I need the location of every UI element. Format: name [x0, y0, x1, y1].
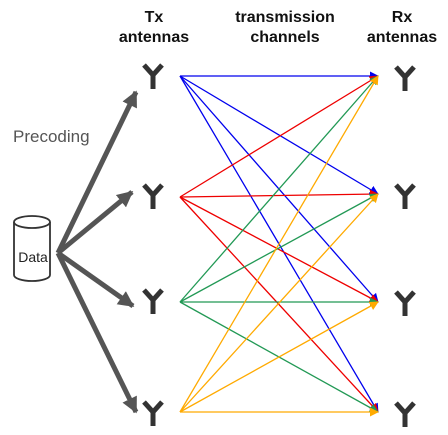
rx-antenna-4-icon	[394, 401, 416, 427]
tx-header-line1: Tx	[144, 9, 164, 26]
precoding-arrow-2	[56, 190, 134, 255]
tx-antenna-4-icon	[142, 400, 164, 426]
channel-tx2-rx2	[179, 189, 379, 199]
precoding-arrows	[55, 90, 139, 414]
rx-antennas-header: Rx antennas	[356, 8, 448, 48]
rx-header-line2: antennas	[366, 29, 438, 46]
channel-tx1-rx2	[179, 75, 379, 195]
tx-antenna-2-icon	[142, 183, 164, 209]
precoding-label: Precoding	[12, 127, 91, 147]
channel-tx2-rx4	[179, 196, 379, 413]
tx-header-line2: antennas	[118, 29, 190, 46]
rx-antenna-2-icon	[394, 183, 416, 209]
channel-tx3-rx1	[179, 75, 379, 303]
rx-header-line1: Rx	[391, 9, 413, 26]
channels-header-line2: channels	[250, 29, 320, 46]
rx-antenna-3-icon	[394, 290, 416, 316]
antennas	[142, 63, 416, 427]
channel-tx4-rx3	[179, 301, 379, 413]
precoding-arrow-1	[55, 90, 139, 255]
transmission-channels	[179, 71, 379, 417]
precoding-arrow-3	[56, 250, 135, 309]
transmission-channels-header: transmission channels	[206, 8, 364, 48]
channels-header-line1: transmission	[235, 9, 335, 26]
precoding-arrow-4	[55, 251, 139, 414]
channel-tx3-rx2	[179, 193, 379, 303]
channel-tx4-rx2	[179, 193, 379, 413]
tx-antenna-3-icon	[142, 288, 164, 314]
channel-tx2-rx1	[179, 75, 379, 198]
channel-tx2-rx3	[179, 196, 379, 303]
data-label: Data	[18, 249, 48, 265]
rx-antenna-1-icon	[394, 65, 416, 91]
channel-tx4-rx1	[179, 75, 379, 413]
tx-antennas-header: Tx antennas	[104, 8, 204, 48]
tx-antenna-1-icon	[142, 63, 164, 89]
data-cylinder: Data	[13, 215, 51, 282]
